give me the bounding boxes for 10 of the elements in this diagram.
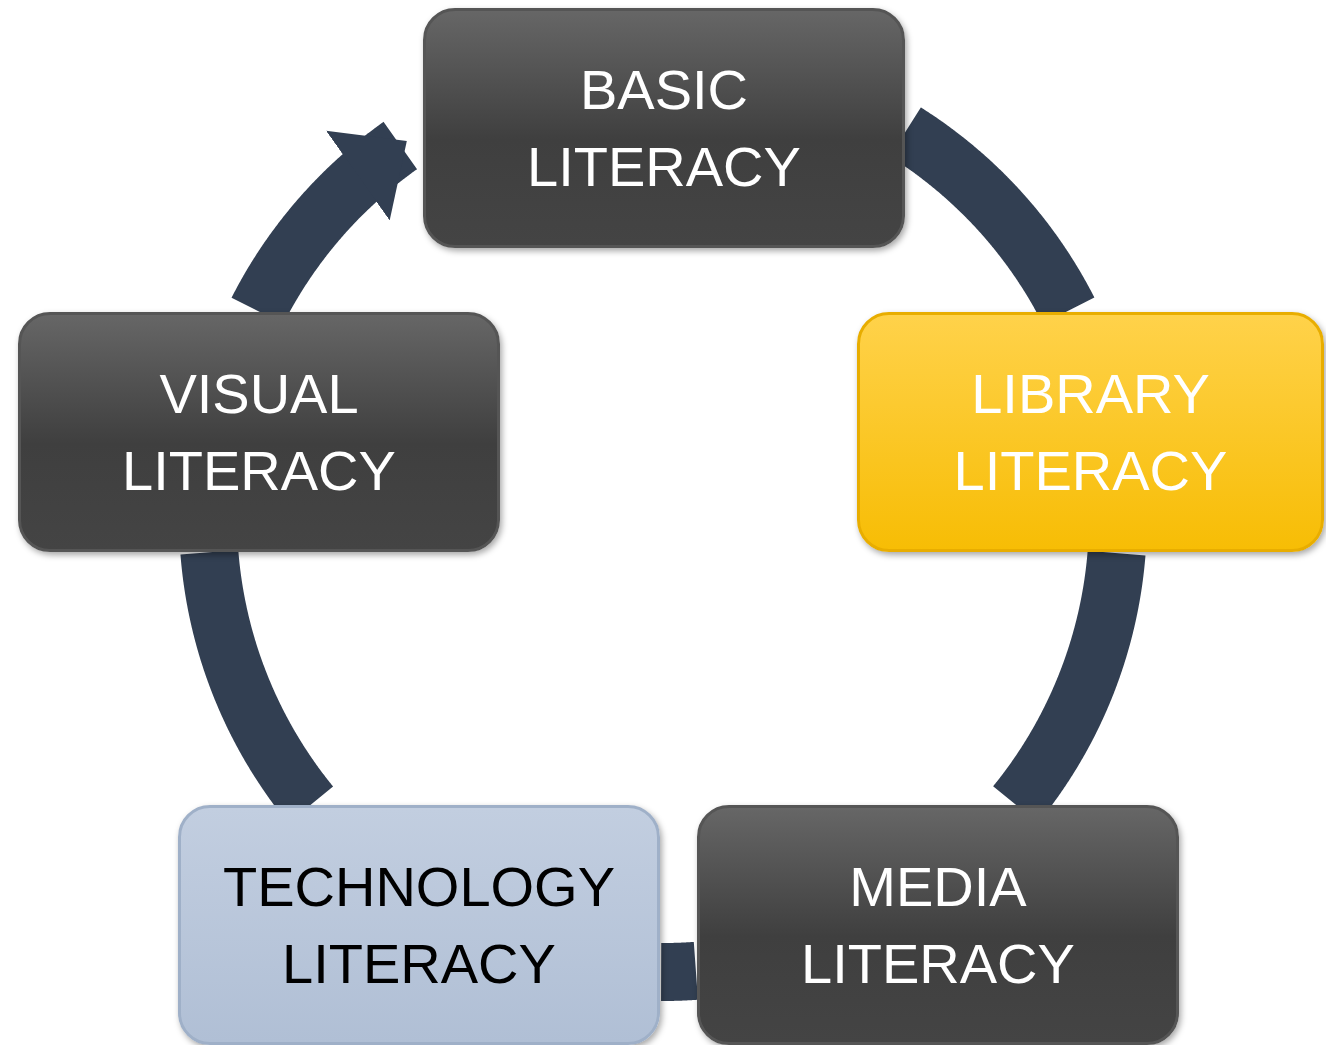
box-label: BASIC LITERACY [526,56,802,200]
box-label: LIBRARY LITERACY [952,360,1229,504]
box-label: MEDIA LITERACY [800,853,1076,997]
process-box [857,312,1324,552]
process-box [18,312,500,552]
process-box [697,805,1179,1045]
process-box [423,8,905,248]
process-box [178,805,660,1045]
box-label: TECHNOLOGY LITERACY [221,853,617,997]
box-label: VISUAL LITERACY [121,360,397,504]
